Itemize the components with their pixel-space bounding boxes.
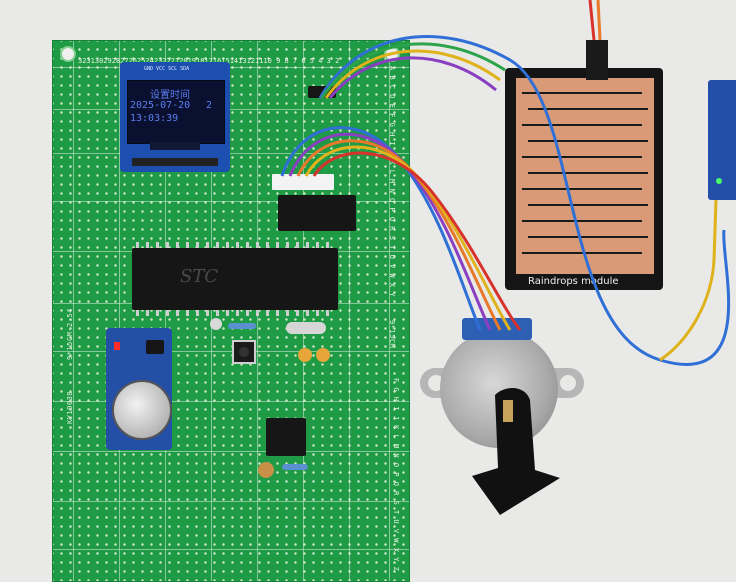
rtc-led	[114, 342, 120, 350]
pcb-top-numbers: 3231302928272625242322212019181716151413…	[78, 57, 340, 65]
motor-driver-ic	[278, 195, 356, 231]
mcu-label: STC	[180, 266, 219, 287]
rain-sensor-connector	[586, 40, 608, 80]
coin-cell-battery	[112, 380, 172, 440]
oled-ribbon	[150, 142, 200, 150]
oled-screen	[127, 80, 225, 144]
resistor-2	[282, 464, 308, 470]
resistor-1	[228, 323, 256, 329]
reset-button	[232, 340, 256, 364]
mcu-pins-top	[136, 242, 334, 248]
mounting-hole-top-left	[60, 46, 76, 62]
oled-module-label: GND VCC SCL SDA	[144, 66, 190, 72]
oled-header: 设置时间	[150, 90, 190, 101]
flange-hole-right	[560, 375, 576, 391]
rtc-chip	[146, 340, 164, 354]
crystal	[286, 322, 326, 334]
rain-sensor-label: Raindrops module	[528, 276, 619, 287]
mcu-chip: STC	[132, 248, 338, 310]
sensor-module-right	[708, 80, 736, 200]
mcu-pins-bottom	[136, 310, 334, 316]
photoresistor	[258, 462, 274, 478]
capacitor-1	[298, 348, 312, 362]
led-white	[210, 318, 222, 330]
oled-pin-header	[132, 158, 218, 166]
sensor-module-right-led	[716, 178, 722, 184]
oled-weekday: 2	[206, 100, 213, 111]
motor-driver-connector	[272, 174, 334, 190]
eeprom-chip	[266, 418, 306, 456]
oled-time: 13:03:39	[130, 113, 179, 124]
capacitor-2	[316, 348, 330, 362]
rain-sensor-pad	[516, 78, 654, 274]
oled-date: 2025-07-20	[130, 100, 191, 111]
